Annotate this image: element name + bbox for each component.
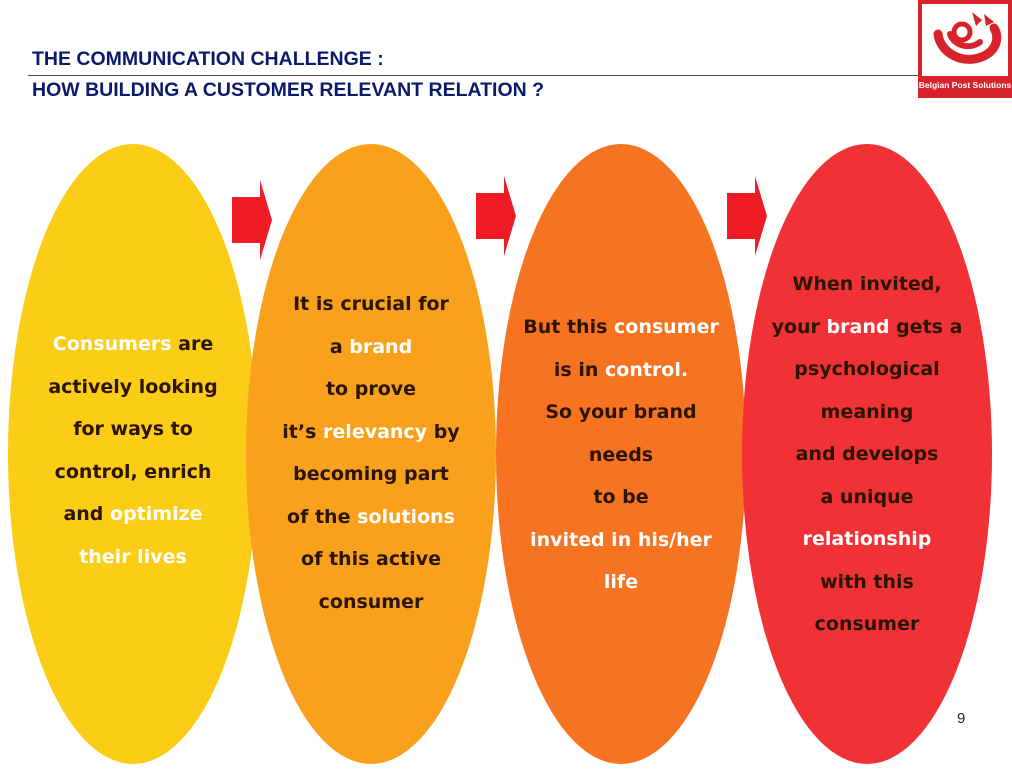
arrow-right-icon — [476, 176, 516, 256]
text-segment: needs — [588, 443, 654, 466]
text-segment: and develops — [795, 443, 939, 465]
oval-text-line: their lives — [8, 536, 258, 579]
oval-text-line: for ways to — [8, 408, 258, 451]
oval-text-line: a brand — [246, 326, 496, 369]
highlighted-text: life — [603, 571, 639, 593]
arrow-right-icon — [232, 180, 272, 260]
oval-text-line: consumer — [742, 603, 992, 646]
oval-text-line: and develops — [742, 433, 992, 476]
oval-text-line: But this consumer — [496, 306, 746, 349]
oval-text-line: life — [496, 561, 746, 604]
text-segment: to be — [593, 486, 649, 508]
text-segment: consumer — [814, 613, 920, 635]
oval-text-line: consumer — [246, 581, 496, 624]
highlighted-text: relationship — [802, 528, 932, 550]
arrow-right-icon — [727, 176, 767, 256]
text-segment: consumer — [318, 590, 424, 613]
text-segment: and — [63, 503, 111, 525]
oval-text-line: to be — [496, 476, 746, 519]
oval-text-line: and optimize — [8, 493, 258, 536]
highlighted-text: relevancy — [323, 420, 428, 443]
text-segment: is in — [553, 358, 605, 381]
slide-title: THE COMMUNICATION CHALLENGE : HOW BUILDI… — [32, 44, 544, 106]
oval-text-line: it’s relevancy by — [246, 411, 496, 454]
oval-text-line: actively looking — [8, 366, 258, 409]
text-segment: with this — [820, 570, 914, 593]
text-segment: But this — [523, 316, 615, 338]
page-number: 9 — [957, 710, 966, 727]
text-segment: by — [427, 420, 460, 443]
oval-text-brand-relationship: When invited, your brand gets a psychologi… — [742, 263, 992, 646]
oval-text-line: of this active — [246, 538, 496, 581]
text-segment: your — [771, 315, 827, 338]
text-segment: So your brand — [545, 401, 697, 423]
text-segment: are — [171, 333, 214, 355]
oval-text-line: of the solutions — [246, 496, 496, 539]
oval-text-line: is in control. — [496, 349, 746, 392]
text-segment: control, enrich — [54, 460, 212, 483]
belgian-post-logo: Belgian Post Solutions — [918, 0, 1012, 98]
text-segment: becoming part — [293, 463, 449, 485]
text-segment: When invited, — [792, 273, 942, 295]
oval-text-line: meaning — [742, 391, 992, 434]
oval-text-line: needs — [496, 434, 746, 477]
oval-text-consumers: Consumers are actively looking for ways to… — [8, 323, 258, 578]
oval-text-line: a unique — [742, 476, 992, 519]
post-horn-icon — [922, 4, 1008, 76]
highlighted-text: brand — [349, 335, 413, 358]
oval-text-line: It is crucial for — [246, 283, 496, 326]
oval-brand-relevancy — [246, 144, 496, 764]
oval-consumer-control — [496, 144, 746, 764]
slide-title-line-2: HOW BUILDING A CUSTOMER RELEVANT RELATIO… — [32, 79, 545, 101]
highlighted-text: Consumers — [52, 333, 172, 355]
oval-text-line: becoming part — [246, 453, 496, 496]
highlighted-text: invited in his/her — [530, 528, 712, 551]
highlighted-text: their lives — [79, 545, 187, 568]
oval-consumers — [8, 144, 258, 764]
text-segment: gets a — [889, 315, 963, 338]
text-segment: of this active — [301, 548, 441, 570]
oval-brand-relationship — [742, 144, 992, 764]
oval-text-line: your brand gets a — [742, 306, 992, 349]
highlighted-text: brand — [826, 315, 890, 338]
text-segment: of the — [287, 505, 358, 528]
oval-text-line: When invited, — [742, 263, 992, 306]
text-segment: meaning — [820, 400, 914, 423]
highlighted-text: control. — [605, 358, 689, 381]
text-segment: a — [329, 335, 350, 358]
text-segment: to prove — [325, 378, 417, 400]
oval-text-line: Consumers are — [8, 323, 258, 366]
text-segment: psychological — [794, 358, 940, 380]
oval-text-line: with this — [742, 561, 992, 604]
highlighted-text: solutions — [357, 505, 455, 528]
highlighted-text: consumer — [614, 316, 719, 338]
text-segment: a unique — [820, 485, 914, 508]
text-segment: for ways to — [73, 418, 193, 440]
logo-caption: Belgian Post Solutions — [918, 80, 1012, 90]
highlighted-text: optimize — [110, 503, 203, 525]
oval-text-line: So your brand — [496, 391, 746, 434]
oval-text-line: relationship — [742, 518, 992, 561]
oval-text-line: invited in his/her — [496, 519, 746, 562]
oval-text-line: to prove — [246, 368, 496, 411]
oval-text-line: psychological — [742, 348, 992, 391]
text-segment: actively looking — [48, 375, 218, 398]
text-segment: It is crucial for — [293, 293, 449, 315]
text-segment: it’s — [282, 420, 324, 443]
oval-text-line: control, enrich — [8, 451, 258, 494]
slide-title-line-1: THE COMMUNICATION CHALLENGE : — [32, 48, 384, 70]
title-divider — [28, 75, 918, 76]
